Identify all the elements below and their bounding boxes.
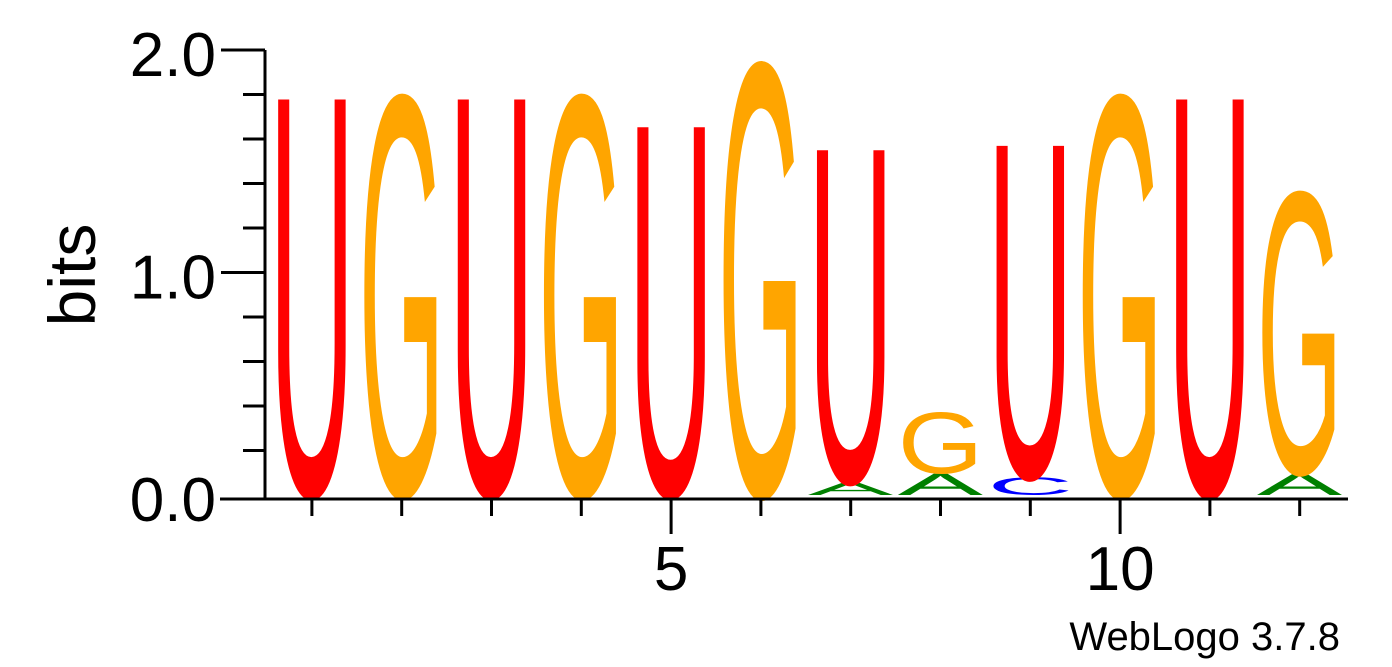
y-ticks: 0.0 1.0 2.0 bbox=[130, 21, 265, 535]
weblogo-credit: WebLogo 3.7.8 bbox=[1069, 615, 1340, 659]
logo-letter-c: C bbox=[987, 473, 1073, 501]
y-tick-label: 2.0 bbox=[130, 21, 216, 90]
y-tick-label: 0.0 bbox=[130, 466, 216, 535]
axes-layer bbox=[220, 50, 1348, 501]
x-tick-label: 5 bbox=[654, 535, 688, 604]
logo-letter-g: G bbox=[1257, 107, 1343, 559]
logo-letter-u: U bbox=[987, 42, 1073, 580]
logo-letter-a: A bbox=[898, 467, 983, 502]
logo-letter-g: G bbox=[359, 0, 445, 617]
logo-letter-u: U bbox=[1167, 0, 1253, 617]
logo-letter-g: G bbox=[538, 0, 624, 617]
logo-letter-u: U bbox=[269, 0, 355, 617]
y-axis-label: bits bbox=[35, 224, 109, 327]
logo-letter-g: G bbox=[898, 395, 984, 492]
logo-letter-a: A bbox=[808, 478, 893, 499]
logo-letter-g: G bbox=[718, 0, 804, 627]
x-tick-label: 10 bbox=[1086, 535, 1155, 604]
logo-letter-u: U bbox=[808, 46, 894, 584]
logo-letter-a: A bbox=[1257, 467, 1342, 502]
x-ticks: 5 10 bbox=[310, 499, 1302, 604]
y-tick-label: 1.0 bbox=[130, 244, 216, 313]
logo-letter-u: U bbox=[449, 0, 535, 617]
